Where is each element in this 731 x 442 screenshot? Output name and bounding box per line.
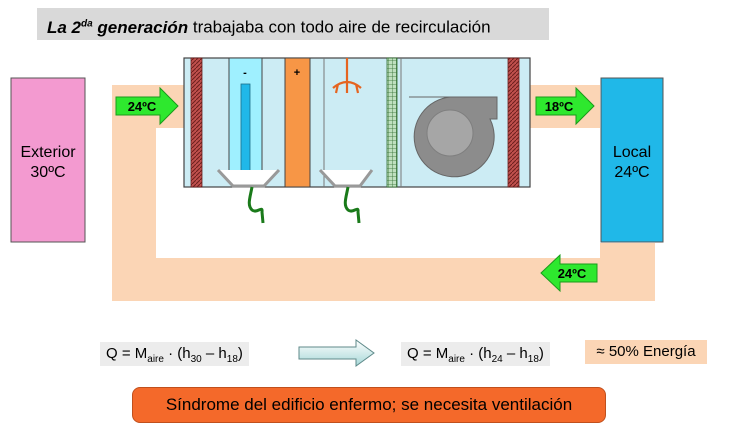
title-superscript: da	[81, 18, 93, 29]
inlet-temperature: 24ºC	[128, 99, 157, 114]
cooling-coil-label: -	[243, 67, 247, 79]
fan-impeller-icon	[426, 109, 474, 157]
sick-building-callout: Síndrome del edificio enfermo; se necesi…	[132, 387, 606, 423]
inlet-filter	[190, 57, 203, 188]
exterior-label: Exterior	[20, 144, 76, 161]
exterior-box	[10, 77, 86, 243]
comparison-arrow-icon	[298, 339, 375, 367]
humidifier-spray-icon	[332, 58, 362, 94]
formula-original: Q = Maire · (h30 – h18)	[100, 342, 249, 366]
cooling-coil-core	[240, 83, 251, 175]
inlet-arrow: 24ºC	[115, 86, 179, 126]
local-temperature: 24ºC	[614, 164, 649, 181]
humidifier-drain	[343, 186, 361, 224]
title-rest: trabajaba con todo aire de recirculación	[188, 17, 491, 37]
return-arrow: 24ºC	[540, 253, 598, 293]
energy-savings: ≈ 50% Energía	[585, 340, 707, 364]
droplet-eliminator	[386, 57, 398, 188]
outlet-filter	[507, 57, 520, 188]
title: La 2da generación trabajaba con todo air…	[37, 8, 549, 40]
title-bold-word: generación	[92, 17, 189, 37]
local-label: Local	[613, 144, 651, 161]
title-prefix: La 2	[47, 17, 82, 37]
exterior-temperature: 30ºC	[30, 164, 65, 181]
condensate-tray	[216, 168, 281, 188]
humidifier-tray	[318, 168, 374, 188]
formula-recirculation: Q = Maire · (h24 – h18)	[401, 342, 550, 366]
heating-coil-label: +	[294, 67, 300, 79]
return-temperature: 24ºC	[558, 266, 587, 281]
supply-temperature: 18ºC	[545, 99, 574, 114]
heating-coil	[284, 57, 311, 188]
condensate-drain	[247, 186, 265, 224]
local-box	[600, 77, 664, 243]
supply-arrow: 18ºC	[535, 86, 595, 126]
